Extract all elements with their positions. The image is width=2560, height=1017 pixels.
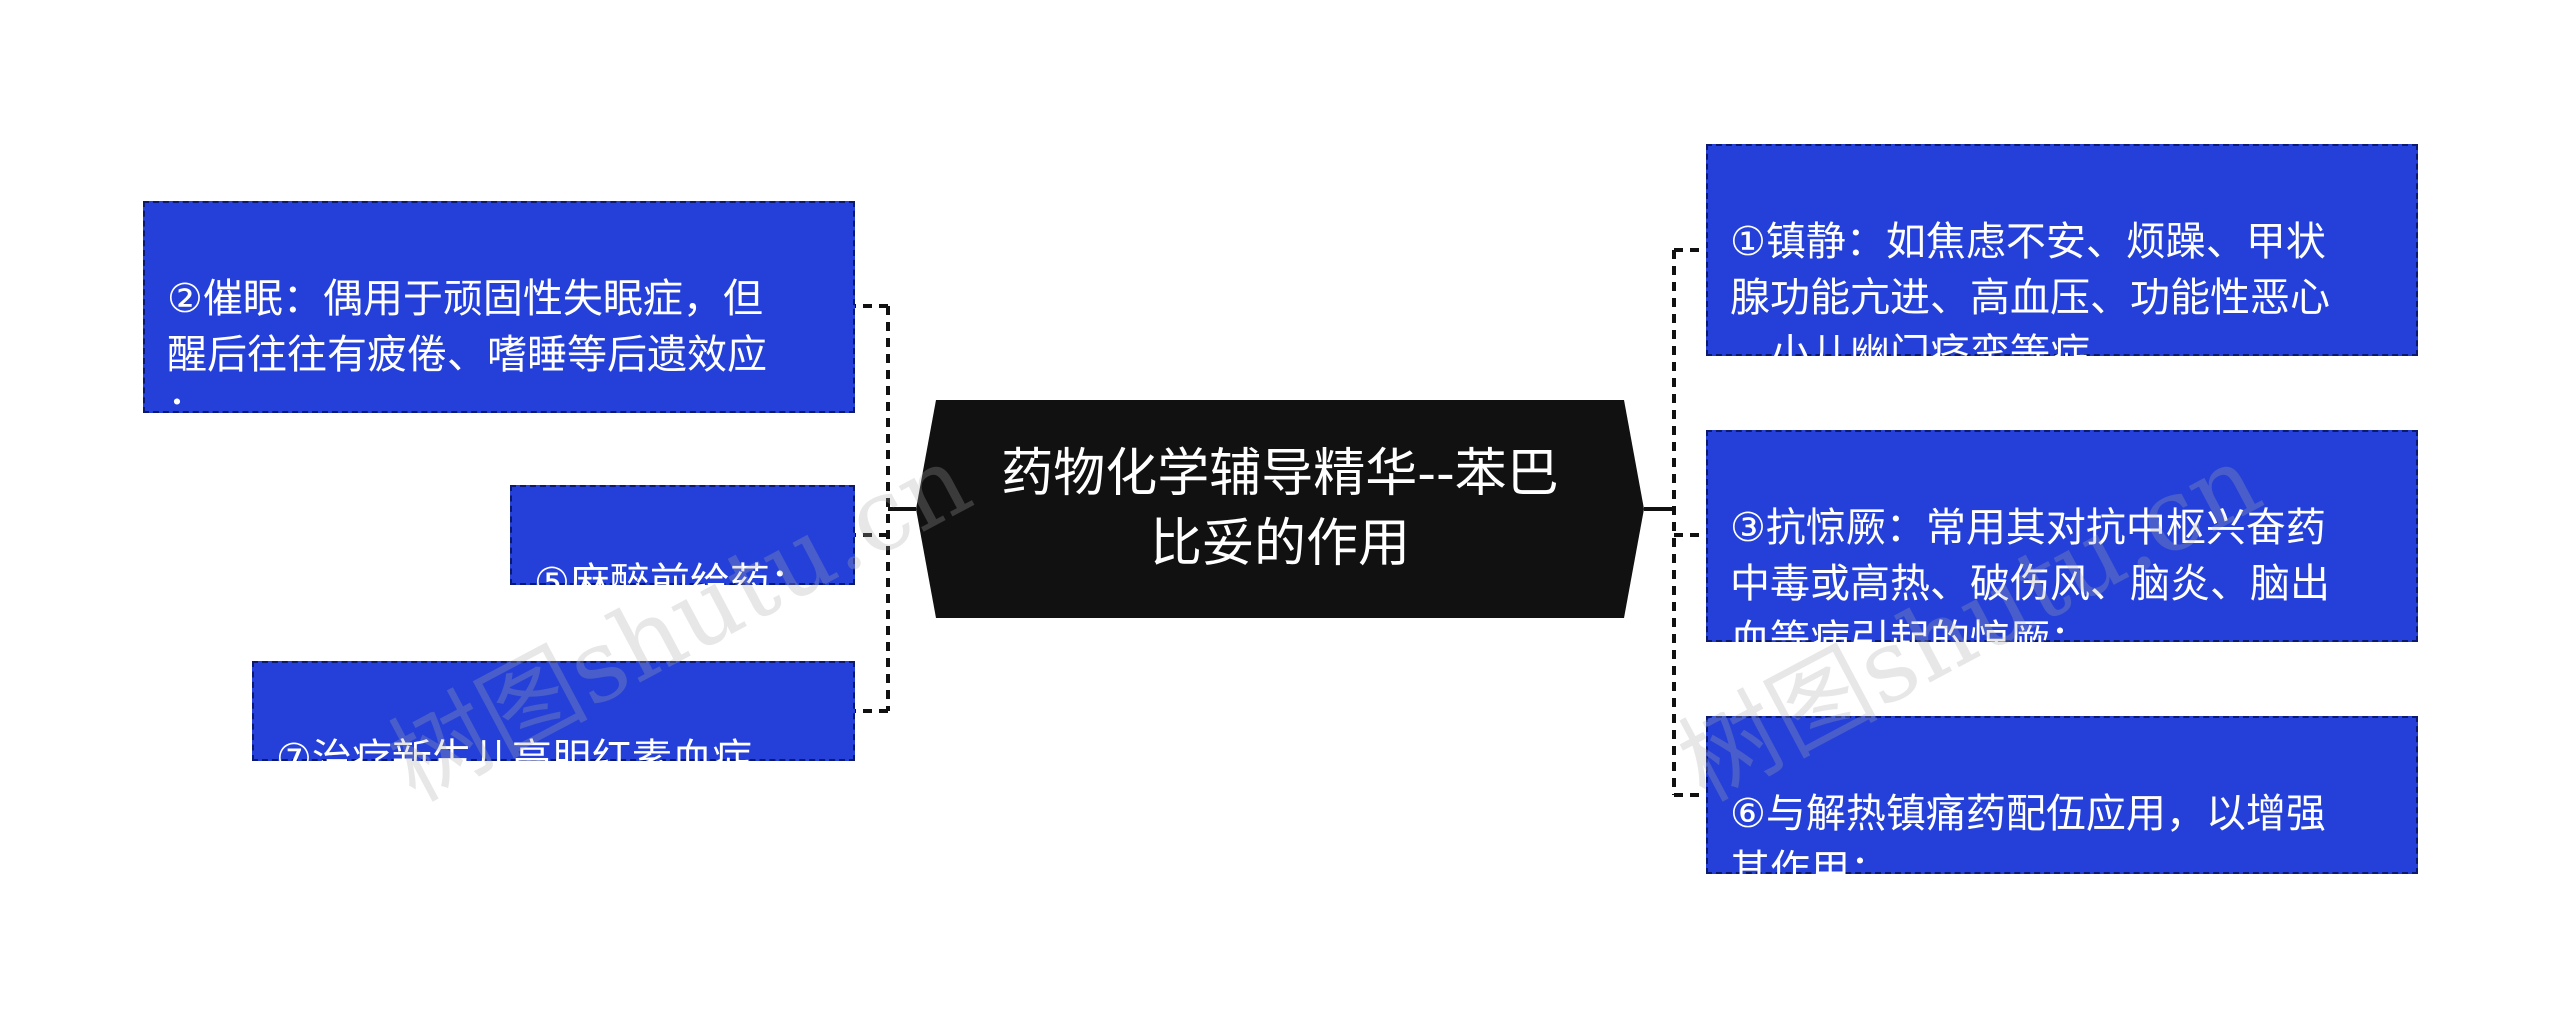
topic-anticonvulsant-label: ③抗惊厥：常用其对抗中枢兴奋药 中毒或高热、破伤风、脑炎、脑出 血等病引起的惊厥… — [1730, 505, 2330, 663]
topic-combination-therapy[interactable]: ⑥与解热镇痛药配伍应用，以增强 其作用； — [1706, 716, 2418, 893]
topic-neonatal-jaundice-label: ⑦治疗新生儿高胆红素血症。 — [276, 736, 792, 782]
topic-hypnosis-label: ②催眠：偶用于顽固性失眠症，但 醒后往往有疲倦、嗜睡等后遗效应 ； — [167, 276, 767, 434]
topic-preanesthesia[interactable]: ⑤麻醉前给药； — [510, 485, 855, 606]
topic-sedation[interactable]: ①镇静：如焦虑不安、烦躁、甲状 腺功能亢进、高血压、功能性恶心 、小儿幽门痉挛等… — [1706, 144, 2418, 377]
topic-neonatal-jaundice[interactable]: ⑦治疗新生儿高胆红素血症。 — [252, 661, 855, 782]
topic-combination-therapy-label: ⑥与解热镇痛药配伍应用，以增强 其作用； — [1730, 791, 2326, 893]
topic-preanesthesia-label: ⑤麻醉前给药； — [534, 560, 810, 606]
central-topic-shape — [916, 400, 1644, 618]
topic-sedation-label: ①镇静：如焦虑不安、烦躁、甲状 腺功能亢进、高血压、功能性恶心 、小儿幽门痉挛等… — [1730, 219, 2330, 377]
topic-hypnosis[interactable]: ②催眠：偶用于顽固性失眠症，但 醒后往往有疲倦、嗜睡等后遗效应 ； — [143, 201, 855, 434]
central-topic[interactable]: 药物化学辅导精华--苯巴 比妥的作用 — [916, 400, 1644, 618]
topic-anticonvulsant[interactable]: ③抗惊厥：常用其对抗中枢兴奋药 中毒或高热、破伤风、脑炎、脑出 血等病引起的惊厥… — [1706, 430, 2418, 663]
central-topic-label: 药物化学辅导精华--苯巴 比妥的作用 — [1001, 444, 1559, 574]
